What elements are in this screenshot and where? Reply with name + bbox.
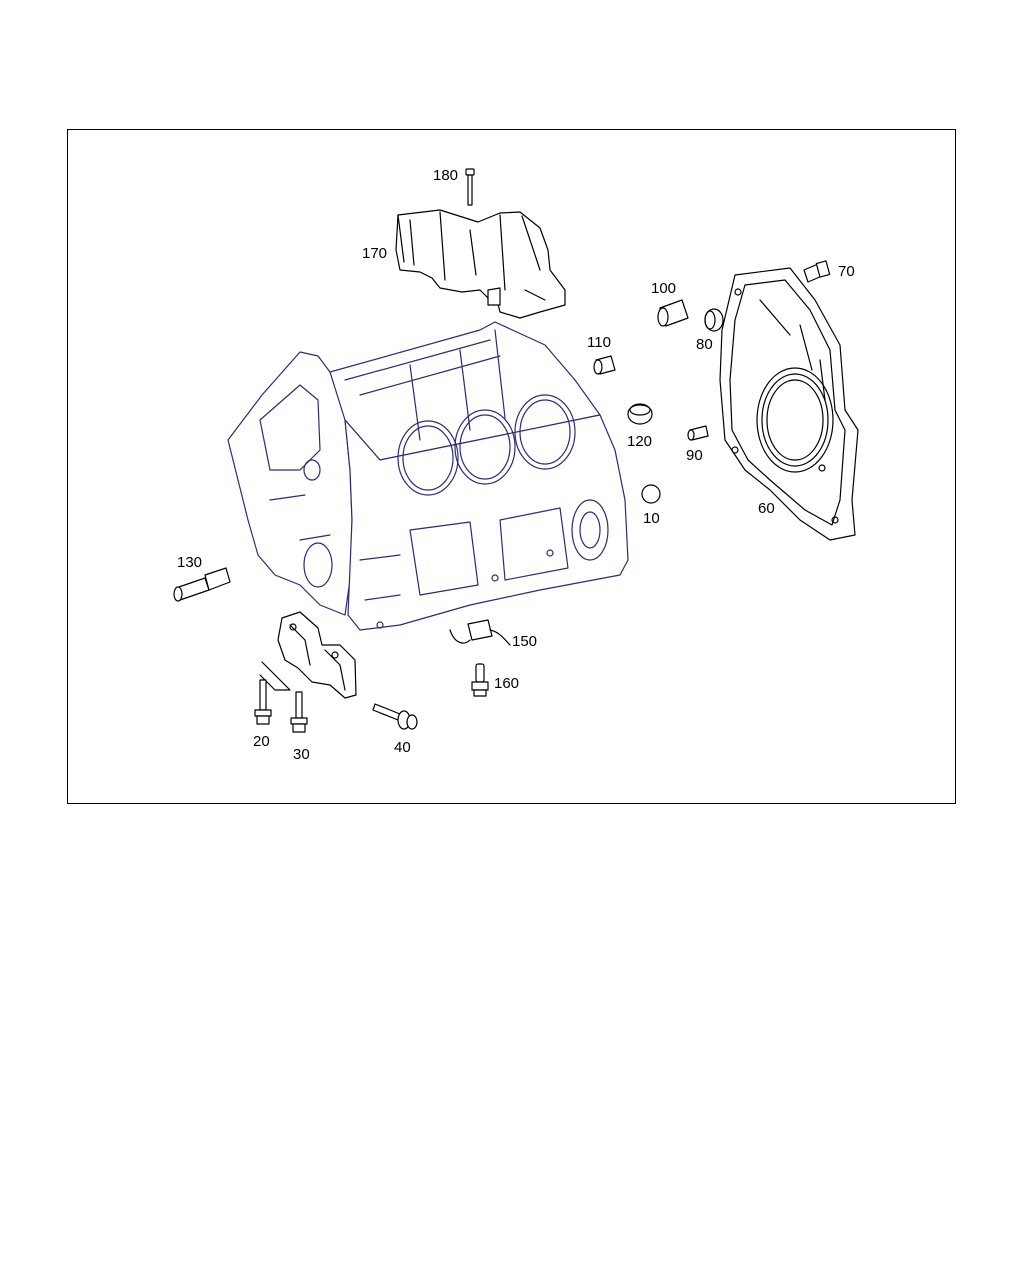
callout-20: 20 — [253, 733, 270, 750]
part-20-bolt — [254, 679, 272, 725]
part-90-pin — [687, 425, 709, 441]
callout-90: 90 — [686, 447, 703, 464]
part-10-ball — [641, 484, 661, 504]
part-180-screw — [465, 168, 475, 206]
callout-80: 80 — [696, 336, 713, 353]
callout-110: 110 — [587, 334, 611, 351]
part-170-bracket — [395, 209, 566, 319]
diagram-frame — [67, 129, 956, 804]
engine-block — [227, 321, 629, 631]
callout-30: 30 — [293, 746, 310, 763]
part-130-stud — [173, 567, 231, 602]
part-40-bolt — [372, 703, 418, 730]
part-80-plug — [704, 308, 724, 332]
part-30-bolt — [290, 691, 308, 733]
callout-160: 160 — [494, 675, 519, 692]
part-70-bolt — [803, 260, 831, 283]
part-150-sensor — [449, 619, 511, 646]
part-100-sleeve — [657, 299, 689, 327]
part-120-cap — [627, 403, 653, 425]
part-60-rear-cover — [719, 267, 859, 541]
part-110-bushing — [593, 355, 616, 375]
callout-10: 10 — [643, 510, 660, 527]
callout-120: 120 — [627, 433, 652, 450]
callout-40: 40 — [394, 739, 411, 756]
part-160-fitting — [471, 663, 489, 697]
bearing-bracket — [259, 611, 357, 699]
callout-labels: 180 170 70 100 80 110 120 90 60 10 130 1… — [177, 167, 855, 763]
callout-130: 130 — [177, 554, 202, 571]
callout-100: 100 — [651, 280, 676, 297]
callout-70: 70 — [838, 263, 855, 280]
callout-180: 180 — [433, 167, 458, 184]
callout-150: 150 — [512, 633, 537, 650]
callout-60: 60 — [758, 500, 775, 517]
callout-170: 170 — [362, 245, 387, 262]
